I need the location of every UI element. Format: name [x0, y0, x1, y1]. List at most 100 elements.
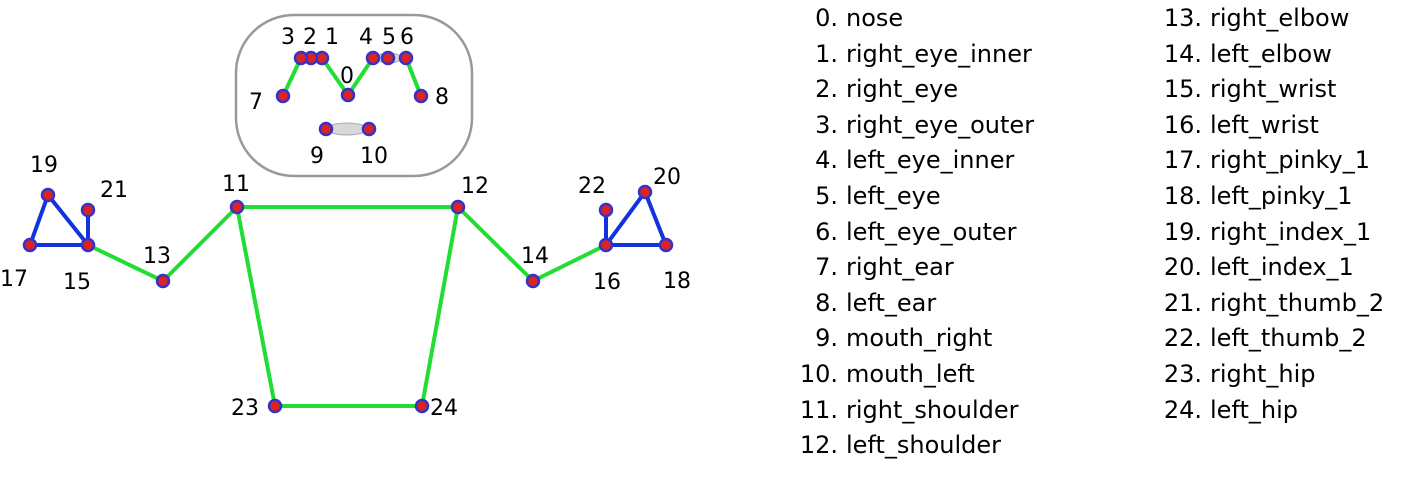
landmark-point-7 [275, 88, 291, 104]
legend-name: left_thumb_2 [1210, 324, 1367, 353]
landmark-label-11: 11 [222, 172, 250, 197]
skeleton-edge-11-13 [161, 205, 239, 283]
landmark-label-1: 1 [325, 25, 339, 50]
legend-number: 7. [815, 253, 838, 282]
landmark-points [22, 50, 674, 414]
landmark-point-13 [155, 273, 171, 289]
legend-number: 0. [815, 4, 838, 32]
landmark-label-19: 19 [30, 153, 58, 178]
hand-edge-16-20 [604, 190, 647, 247]
landmark-label-18: 18 [663, 269, 691, 294]
legend-number: 17. [1163, 146, 1202, 175]
legend-number: 20. [1163, 253, 1202, 282]
skeleton-edge-0-1 [320, 56, 350, 97]
skeleton-edge-12-14 [456, 205, 535, 283]
landmark-label-10: 10 [360, 144, 388, 169]
landmark-point-0 [340, 87, 356, 103]
legend-name: nose [846, 4, 904, 32]
skeleton-edge-0-4 [346, 56, 375, 97]
landmark-point-24 [414, 398, 430, 414]
landmark-label-20: 20 [653, 165, 681, 190]
landmark-label-22: 22 [578, 174, 606, 199]
landmark-point-15 [80, 237, 96, 253]
landmark-label-15: 15 [63, 270, 91, 295]
legend-name: right_pinky_1 [1210, 146, 1371, 175]
legend-number: 9. [815, 324, 838, 353]
legend-name: right_thumb_2 [1210, 288, 1385, 317]
legend-number: 11. [799, 395, 838, 424]
landmark-label-5: 5 [382, 25, 396, 50]
legend-name: right_eye_inner [846, 39, 1032, 68]
landmark-label-16: 16 [593, 270, 621, 295]
landmark-point-8 [413, 88, 429, 104]
legend-name: right_hip [1210, 360, 1316, 388]
legend-number: 6. [815, 217, 838, 246]
landmark-point-19 [40, 187, 56, 203]
legend-name: left_wrist [1210, 110, 1319, 139]
legend-name: right_shoulder [846, 395, 1019, 424]
landmark-point-18 [658, 237, 674, 253]
legend-number: 2. [815, 75, 838, 104]
landmark-label-24: 24 [430, 396, 458, 421]
legend-number: 19. [1163, 217, 1202, 246]
legend-number: 22. [1163, 324, 1202, 353]
landmark-point-14 [525, 273, 541, 289]
landmark-label-9: 9 [310, 144, 324, 169]
legend-number: 8. [815, 288, 838, 317]
face-box [234, 13, 474, 178]
legend-name: right_index_1 [1210, 217, 1372, 246]
legend-number: 12. [799, 431, 838, 460]
hand-edge-17-19 [28, 193, 50, 247]
landmark-point-5 [380, 50, 396, 66]
landmark-point-9 [318, 121, 334, 137]
landmark-point-10 [361, 121, 377, 137]
landmark-label-12: 12 [461, 174, 489, 199]
landmark-point-16 [598, 237, 614, 253]
legend-name: left_pinky_1 [1210, 182, 1353, 210]
legend-name: left_elbow [1210, 39, 1332, 68]
legend-number: 16. [1163, 110, 1202, 139]
legend-number: 10. [799, 360, 838, 388]
legend-number: 21. [1163, 288, 1202, 317]
landmark-label-4: 4 [359, 25, 373, 50]
landmark-label-13: 13 [143, 244, 171, 269]
landmark-point-3 [293, 50, 309, 66]
landmark-point-17 [22, 237, 38, 253]
skeleton-edge-11-23 [235, 205, 277, 408]
legend-number: 3. [815, 110, 838, 139]
landmark-label-2: 2 [303, 25, 317, 50]
legend-number: 13. [1163, 4, 1202, 32]
landmark-point-6 [398, 50, 414, 66]
legend-number: 24. [1163, 395, 1202, 424]
landmark-label-3: 3 [281, 25, 295, 50]
legend-number: 5. [815, 182, 838, 210]
legend-column-1: 0. nose 1. right_eye_inner 2. right_eye 3. righ… [760, 0, 1090, 481]
landmark-point-21 [80, 202, 96, 218]
landmark-label-21: 21 [100, 178, 128, 203]
hand-edge-18-20 [643, 190, 668, 247]
legend-name: left_shoulder [846, 431, 1002, 460]
legend-name: right_eye_outer [846, 110, 1035, 139]
landmark-point-11 [229, 199, 245, 215]
legend-name: right_eye [846, 75, 959, 104]
legend-name: mouth_right [846, 324, 993, 353]
legend-number: 1. [815, 39, 838, 68]
legend-name: left_hip [1210, 395, 1298, 424]
legend-name: left_ear [846, 288, 937, 317]
landmark-label-23: 23 [231, 396, 259, 421]
landmark-label-8: 8 [435, 85, 449, 110]
legend-name: right_elbow [1210, 4, 1350, 32]
skeleton-edges [28, 56, 668, 408]
legend-number: 4. [815, 146, 838, 175]
landmark-label-14: 14 [521, 244, 549, 269]
landmark-label-0: 0 [340, 64, 354, 89]
landmark-point-23 [267, 398, 283, 414]
landmark-point-4 [365, 50, 381, 66]
skeleton-edge-14-16 [531, 243, 608, 283]
legend-name: right_wrist [1210, 75, 1337, 104]
legend-number: 15. [1163, 75, 1202, 104]
legend-name: left_index_1 [1210, 253, 1354, 282]
legend-number: 23. [1163, 360, 1202, 388]
legend-number: 18. [1163, 182, 1202, 210]
